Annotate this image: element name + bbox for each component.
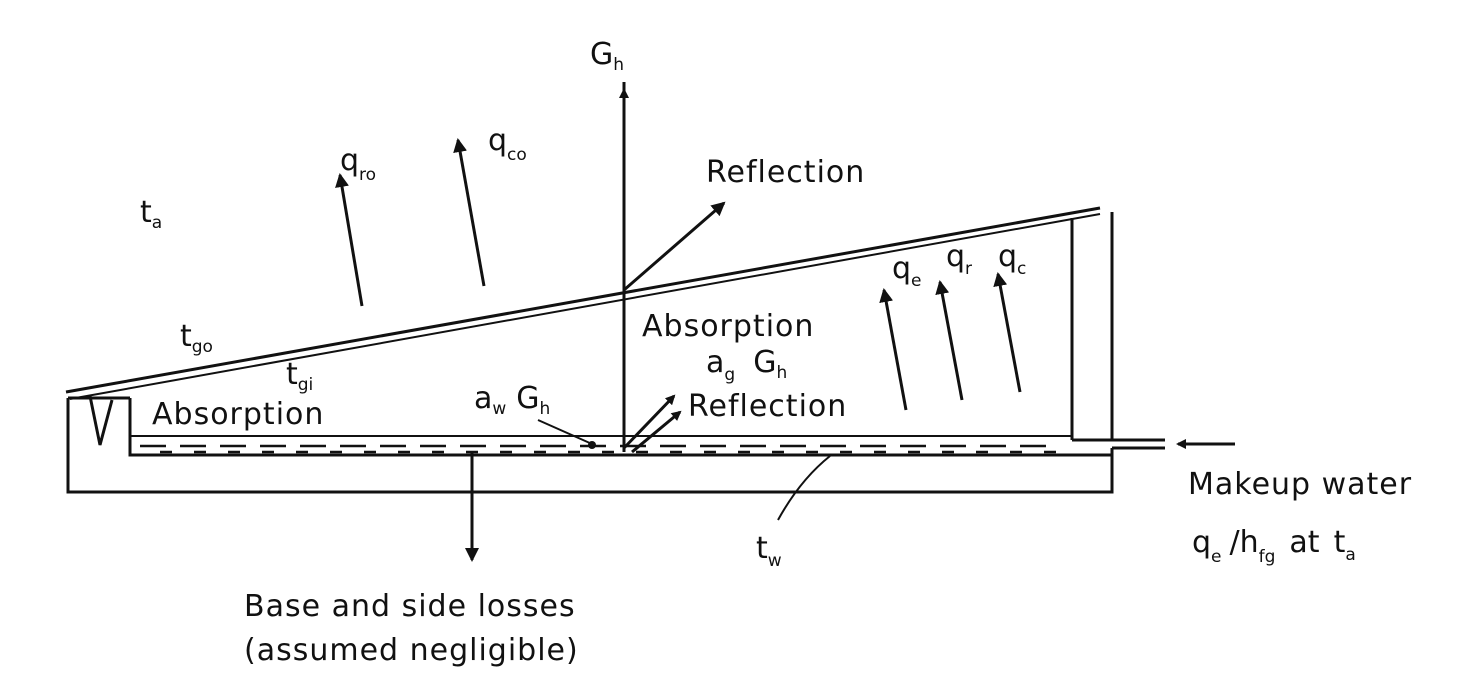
- t-w-leader: [777, 455, 831, 521]
- q-e-arrow: [879, 288, 908, 411]
- t-w-label: tw: [756, 531, 782, 571]
- t-go-label: tgo: [180, 319, 213, 357]
- base-loss-label-line1: Base and side losses: [244, 589, 576, 624]
- t-gi-label: tgi: [286, 357, 313, 395]
- makeup-pipe: [1072, 438, 1235, 450]
- q-ro-label: qro: [340, 143, 376, 185]
- solar-label: Gh: [590, 37, 624, 75]
- glass-cover: [65, 206, 1101, 400]
- t-a-label: ta: [140, 195, 162, 233]
- absorption-water-label: Absorption: [152, 397, 324, 432]
- q-e-label: qe: [892, 251, 922, 291]
- water-layer: [130, 435, 1072, 454]
- q-c-label: qc: [998, 239, 1026, 279]
- base-loss-label-line2: (assumed negligible): [244, 633, 579, 668]
- absorption-glass-label: Absorption: [642, 309, 814, 344]
- q-co-arrow: [453, 138, 486, 287]
- q-co-label: qco: [488, 123, 527, 165]
- makeup-water-label: Makeup water: [1188, 467, 1412, 502]
- q-r-label: qr: [946, 239, 972, 279]
- reflection-bottom-arrow-2: [631, 410, 682, 454]
- basin: [66, 212, 1114, 494]
- reflection-bottom-arrow-1: [622, 394, 676, 450]
- q-c-arrow: [993, 272, 1022, 393]
- reflection-top-arrow: [623, 201, 726, 292]
- q-ro-arrow: [335, 173, 364, 307]
- alpha-w-dot: [588, 441, 596, 449]
- reflection-bottom-label: Reflection: [688, 389, 847, 424]
- q-r-arrow: [935, 280, 964, 401]
- alpha-w-leader: [537, 419, 593, 445]
- reflection-top-label: Reflection: [706, 155, 865, 190]
